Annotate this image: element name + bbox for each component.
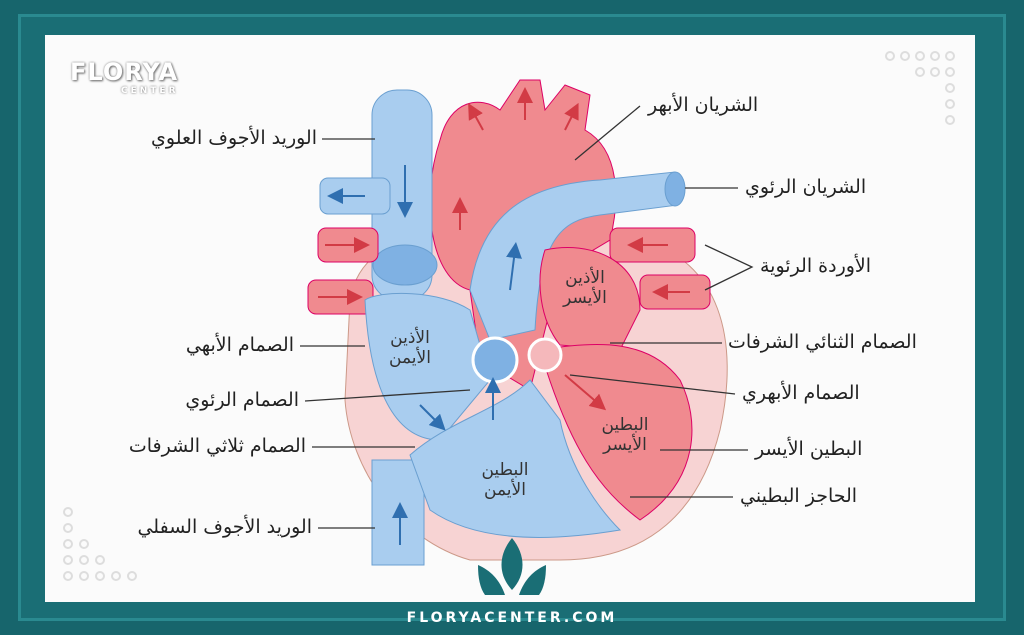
label-ventricular-septum: الحاجز البطيني bbox=[740, 485, 858, 507]
vena-cava-opening bbox=[372, 244, 438, 286]
label-pulmonary-artery: الشريان الرئوي bbox=[745, 176, 867, 198]
label-inferior-vena-cava: الوريد الأجوف السفلي bbox=[137, 516, 312, 538]
website-url: FLORYACENTER.COM bbox=[406, 610, 618, 626]
label-pulmonary-valve: الصمام الرئوي bbox=[185, 389, 299, 411]
right-ventricle bbox=[409, 379, 622, 538]
left-ventricle bbox=[539, 343, 693, 521]
brand-logo-subtitle: CENTER bbox=[121, 86, 179, 96]
label-pulmonary-veins: الأوردة الرئوية bbox=[760, 255, 872, 277]
label-left-ventricle: البطين الأيسر bbox=[755, 438, 863, 460]
aortic-valve bbox=[527, 337, 563, 373]
label-aorta: الشريان الأبهر bbox=[648, 94, 759, 116]
florya-emblem bbox=[478, 538, 546, 595]
left-atrium bbox=[539, 247, 641, 351]
brand-logo: FLORYA bbox=[70, 58, 179, 86]
label-aortic-valve-left: الصمام الأبهي bbox=[185, 334, 294, 356]
leader-lines bbox=[300, 105, 754, 529]
label-tricuspid-valve: الصمام ثلاثي الشرفات bbox=[128, 435, 306, 457]
inferior-vena-cava bbox=[371, 459, 425, 566]
decorative-dots bbox=[63, 51, 955, 581]
label-aortic-valve: الصمام الأبهري bbox=[742, 382, 860, 404]
label-superior-vena-cava: الوريد الأجوف العلوي bbox=[151, 127, 317, 149]
label-mitral-valve: الصمام الثنائي الشرفات bbox=[728, 331, 917, 353]
pulmonary-valve bbox=[471, 336, 519, 384]
